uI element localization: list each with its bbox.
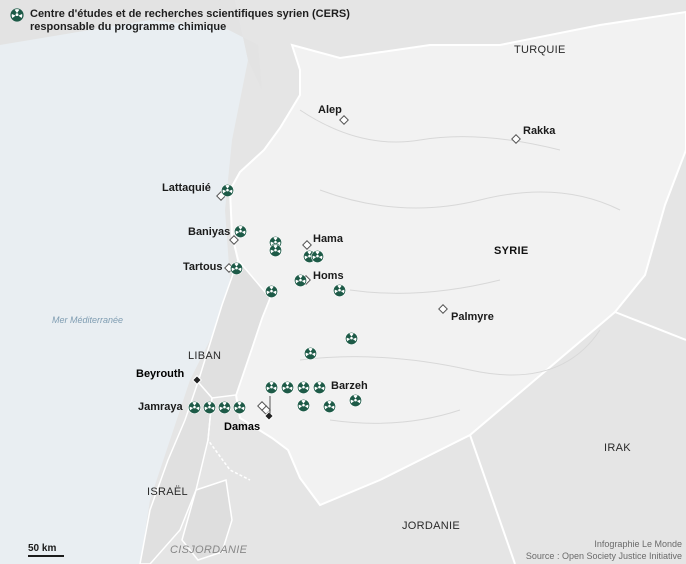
lebanon-area bbox=[197, 258, 271, 399]
cers-site-icon bbox=[332, 283, 346, 297]
israel-area bbox=[139, 380, 213, 564]
country-israel: ISRAËL bbox=[147, 486, 188, 498]
city-rakka: Rakka bbox=[523, 125, 556, 137]
city-hama: Hama bbox=[313, 233, 343, 245]
iraq-border bbox=[614, 311, 686, 341]
city-jamraya: Jamraya bbox=[138, 401, 183, 413]
city-baniyas: Baniyas bbox=[188, 226, 231, 238]
cers-site-icon bbox=[280, 380, 294, 394]
cers-site-icon bbox=[220, 183, 234, 197]
country-turquie: TURQUIE bbox=[514, 44, 566, 56]
cers-site-icon bbox=[264, 380, 278, 394]
cers-site-icon bbox=[344, 331, 358, 345]
city-palmyre: Palmyre bbox=[451, 311, 494, 323]
city-tartous: Tartous bbox=[183, 261, 223, 273]
cers-site-icon bbox=[296, 380, 310, 394]
cers-site-icon bbox=[229, 261, 243, 275]
cers-site-icon bbox=[232, 400, 246, 414]
golan-line bbox=[207, 397, 251, 481]
cers-site-icon bbox=[233, 224, 247, 238]
scale-bar bbox=[28, 555, 64, 557]
legend-text: Centre d'études et de recherches scienti… bbox=[30, 8, 350, 33]
cers-site-icon bbox=[303, 346, 317, 360]
cers-site-icon bbox=[268, 243, 282, 257]
cers-site-icon bbox=[348, 393, 362, 407]
city-damas: Damas bbox=[224, 421, 261, 433]
city-lattaquie: Lattaquié bbox=[162, 182, 211, 194]
westbank-area bbox=[181, 479, 233, 561]
cers-site-icon bbox=[217, 400, 231, 414]
cers-site-icon bbox=[187, 400, 201, 414]
country-jordanie: JORDANIE bbox=[402, 520, 461, 532]
credit-line-1: Infographie Le Monde bbox=[594, 539, 682, 549]
credit-line-2: Source : Open Society Justice Initiative bbox=[525, 551, 682, 561]
country-cisjordanie: CISJORDANIE bbox=[170, 544, 248, 556]
cers-site-icon bbox=[310, 249, 324, 263]
city-homs: Homs bbox=[313, 270, 344, 282]
sea-label: Mer Méditerranée bbox=[52, 315, 124, 325]
turkey-west bbox=[0, 0, 262, 90]
legend: Centre d'études et de recherches scienti… bbox=[10, 8, 390, 34]
city-barzeh: Barzeh bbox=[331, 380, 368, 392]
city-beyrouth: Beyrouth bbox=[136, 368, 185, 380]
cers-site-icon bbox=[293, 273, 307, 287]
country-syrie: SYRIE bbox=[494, 245, 529, 257]
cers-site-icon bbox=[264, 284, 278, 298]
cers-site-icon bbox=[312, 380, 326, 394]
cers-site-icon bbox=[202, 400, 216, 414]
country-liban: LIBAN bbox=[188, 350, 222, 362]
jordan-iraq-border bbox=[469, 434, 516, 564]
cers-icon bbox=[10, 8, 24, 22]
cers-site-icon bbox=[296, 398, 310, 412]
syria-area bbox=[228, 10, 686, 507]
scale-label: 50 km bbox=[28, 543, 57, 554]
city-alep: Alep bbox=[318, 104, 342, 116]
cers-site-icon bbox=[322, 399, 336, 413]
country-irak: IRAK bbox=[604, 442, 631, 454]
